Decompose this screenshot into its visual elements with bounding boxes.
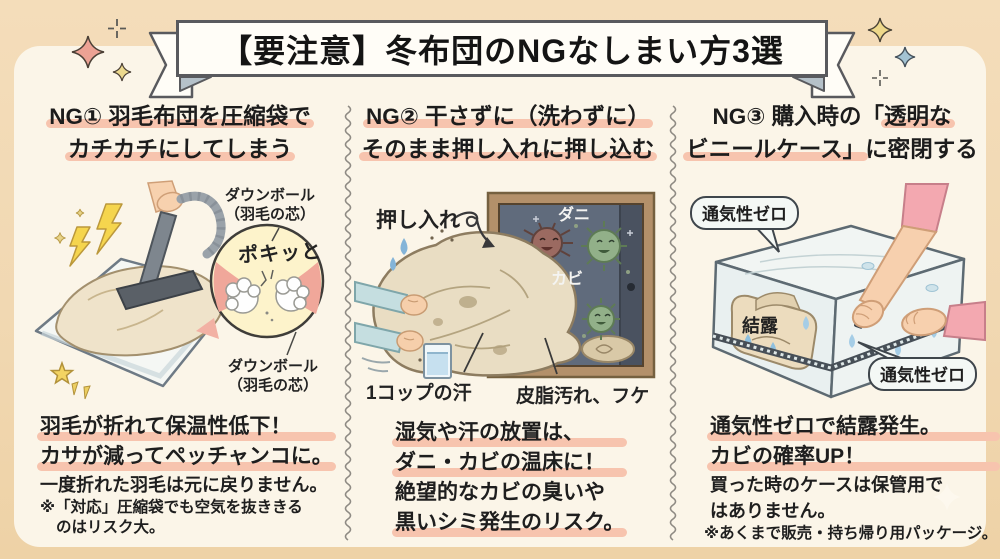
heading-ng2: NG② 干さずに（洗わずに） そのまま押し入れに押し込む: [352, 100, 664, 166]
hand: [901, 307, 947, 337]
hand: [851, 299, 885, 329]
body-ng2: 湿気や汗の放置は、 ダニ・カビの温床に！ 絶望的なカビの臭いや 黒いシミ発生のリ…: [391, 418, 628, 538]
label-sweat-cup: 1コップの汗: [366, 383, 472, 404]
mold-creature: [582, 298, 620, 340]
label-downball-top: ダウンボール （羽毛の芯）: [224, 187, 315, 223]
column-divider: [669, 105, 677, 541]
plus-sparkle-icon: [108, 19, 126, 38]
sleeve-pink: [900, 183, 950, 234]
yellow-sparkle-icon: [112, 62, 132, 82]
zipper: [712, 317, 961, 372]
lightning-icon: [96, 203, 123, 255]
mold-creature: [581, 221, 627, 271]
blue-sparkle-icon: [894, 46, 916, 68]
sparkle-icon: [54, 232, 66, 244]
heading-ng3: NG③ 購入時の「透明な ビニールケース」に密閉する: [686, 104, 978, 162]
heading-ng1: NG① 羽毛布団を圧縮袋で カチカチにしてしまう: [30, 100, 330, 166]
illustration-compression-bag: [34, 180, 325, 388]
hand: [396, 330, 424, 352]
door-handle: [627, 283, 635, 291]
sleeve-pink: [942, 300, 986, 342]
down-ball-broken: [225, 276, 310, 314]
inset-pointer: [196, 318, 219, 339]
star-icon: [49, 360, 75, 385]
futon-inside: [730, 294, 818, 370]
yellow-sparkle-icon: [867, 17, 893, 43]
page-title: 【要注意】冬布団のNGなしまい方3選: [220, 32, 784, 69]
body-ng3: 通気性ゼロで結露発生。 カビの確率UP！ 買った時のケースは保管用で はありませ…: [704, 412, 1000, 544]
label-snap: ポキッと: [237, 240, 323, 268]
sparkle-icon: [75, 208, 85, 218]
sweat-drop-icon: [390, 257, 396, 271]
label-downball-bottom: ダウンボール （羽毛の芯）: [227, 358, 318, 394]
heading-ng2-line1: NG② 干さずに（洗わずに）: [365, 104, 651, 129]
sweat-drop-icon: [400, 238, 408, 255]
white-sparkle-icon: [933, 483, 961, 511]
sparkle-decorations: [49, 17, 961, 511]
title-banner: 【要注意】冬布団のNGなしまい方3選: [176, 20, 828, 77]
heading-ng2-line2: そのまま押し入れに押し込む: [361, 137, 655, 162]
bubble-airflow-bottom: 通気性ゼロ: [868, 357, 977, 391]
plus-sparkle-icon: [872, 70, 888, 86]
vacuum-nozzle: [115, 269, 204, 311]
stored-futon-roll: [581, 335, 635, 363]
label-mite: ダニ: [558, 207, 591, 224]
condensation-drop-icon: [803, 316, 809, 330]
lightning-icon: [69, 226, 91, 267]
sleeve: [354, 321, 405, 354]
hand: [400, 294, 428, 316]
bubble-airflow-top: 通気性ゼロ: [690, 196, 799, 230]
body-ng1: 羽毛が折れて保温性低下！ カサが減ってペッチャンコに。 一度折れた羽毛は元に戻り…: [37, 412, 336, 538]
dash-icon: [83, 385, 91, 400]
label-condensation: 結露: [742, 316, 778, 336]
dash-icon: [71, 381, 79, 396]
pink-sparkle-icon: [71, 35, 105, 69]
label-sebum: 皮脂汚れ、フケ: [516, 386, 650, 407]
heading-ng1-line1: NG① 羽毛布団を圧縮袋で: [49, 104, 311, 129]
label-mold: カビ: [551, 271, 584, 288]
column-divider: [344, 105, 352, 541]
sleeve: [354, 280, 409, 315]
condensation-drop-icon: [849, 334, 855, 348]
label-closet: 押し入れ: [376, 209, 460, 232]
illustration-closet: [354, 191, 656, 379]
heading-ng1-line2: カチカチにしてしまう: [67, 137, 293, 162]
illustration-vinyl-case: [711, 183, 986, 399]
